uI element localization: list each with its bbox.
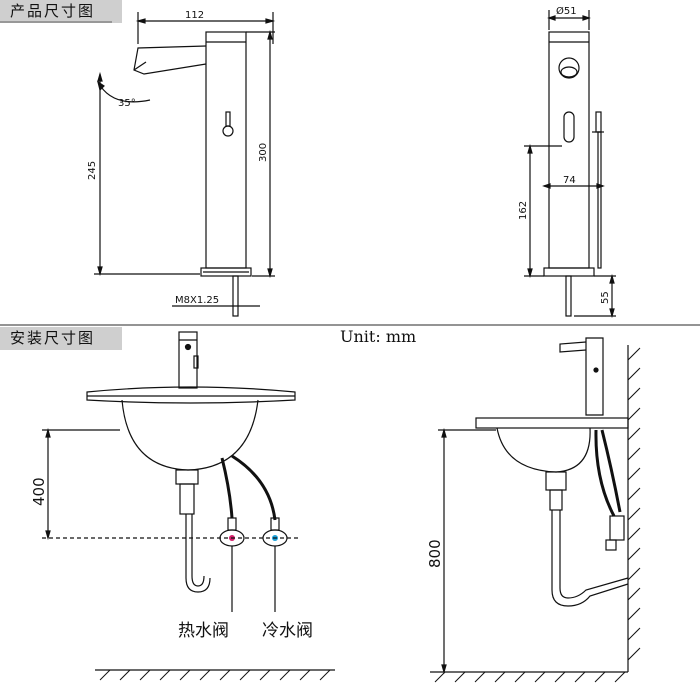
dim-text-thread: M8X1.25 [175,295,219,306]
dim-text-handle-offset: 74 [563,175,576,186]
dim-text-reach: 112 [185,10,204,21]
floor-hatching-left [99,669,331,681]
dim-text-angle: 35° [118,98,136,109]
dim-body-diameter [547,10,591,30]
faucet-side-view [133,31,252,317]
unit-label: Unit: mm [340,327,417,346]
dim-text-mount-height: 800 [426,539,444,568]
cold-valve-label: 冷水阀 [262,621,313,641]
dim-text-spout-height: 245 [87,161,98,180]
section-title-installation: 安装尺寸图 [0,327,122,350]
install-side-view [430,337,629,673]
dim-total-height [246,29,275,279]
dim-handle-offset [542,183,605,189]
faucet-front-view [543,31,604,317]
dim-text-basin-depth: 400 [30,477,48,506]
dim-text-diameter: Ø51 [556,5,577,17]
install-front-view [86,331,335,671]
dim-tail-length [574,273,616,319]
dim-text-total-height: 300 [258,143,269,162]
dim-text-sensor-height: 162 [518,201,529,220]
dim-basin-depth [42,427,300,541]
dim-sensor-height [524,143,562,279]
dim-spout-height [94,71,200,277]
dim-text-tail-length: 55 [600,291,611,304]
dim-spout-reach [135,12,276,44]
floor-hatching-right [434,671,626,683]
hot-valve-label: 热水阀 [178,621,229,641]
wall-hatching [627,347,641,661]
section-title-product: 产品尺寸图 [0,0,122,23]
dim-mount-height [438,427,496,675]
